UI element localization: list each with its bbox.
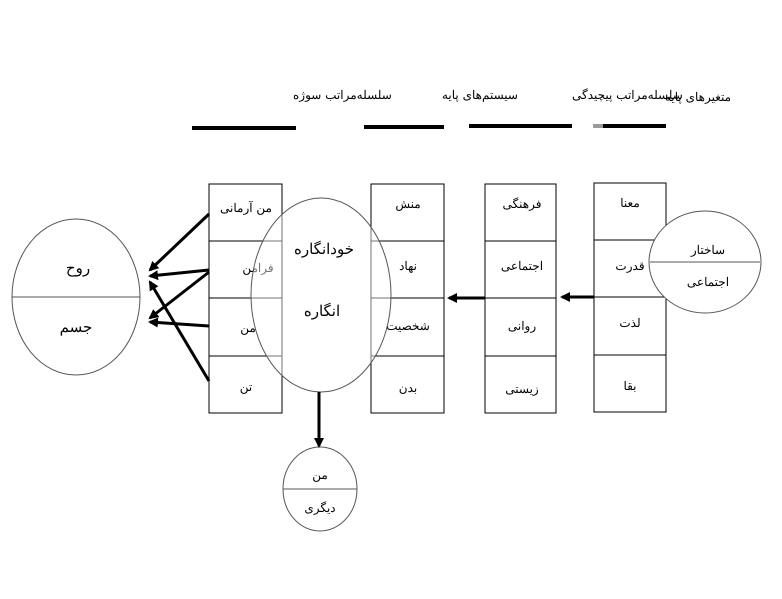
column-subject-hierarchy [208,183,283,414]
self-concept-top: خودانگاره [294,240,354,258]
cell-meaning: معنا [620,196,640,210]
ellipse-soul-body [11,218,141,376]
body-label: جسم [60,318,93,336]
cell-character: منش [395,197,420,211]
header-underline-gray [593,124,603,128]
header-underline-base-variables [603,124,666,128]
cell-survival: بقا [623,379,636,393]
column-base-systems [370,183,445,414]
ellipse-social-structure [648,210,762,314]
cell-cultural: فرهنگی [503,197,542,211]
cell-personality: شخصیت [386,319,430,333]
cell-pleasure: لذت [619,316,640,330]
cell-power: قدرت [615,259,644,273]
cell-psychological: روانی [508,319,536,333]
header-base-systems: سیستم‌های پایه [442,88,518,102]
cell-ideal-self: من آرمانی [220,200,272,215]
header-subject-hierarchy: سلسله‌مراتب سوژه [293,88,392,102]
column-complexity-hierarchy [484,183,557,414]
ellipse-self-concept [250,197,392,393]
cell-social: اجتماعی [501,259,543,273]
header-base-variables: متغیرهای پایه [665,90,731,104]
cell-institution: نهاد [399,259,417,273]
header-underline-complexity [469,124,572,128]
arrow-superego-to-body [148,270,210,320]
arrow-self-to-body [148,317,210,328]
self-concept-bottom: انگاره [304,302,340,320]
arrow-flesh-to-soul [148,280,211,382]
cell-flesh: تن [240,380,252,394]
cell-superego: فرامن [242,261,273,275]
arrow-ideal-self-to-soul [148,212,211,272]
header-underline-base-systems [364,125,444,129]
header-complexity-hierarchy: سلسله‌مراتب پیچیدگی [572,88,683,102]
cell-body: بدن [399,381,417,395]
me-label: من [312,468,328,482]
social-structure-top: ساختار [690,243,725,257]
soul-label: روح [66,259,90,277]
cell-biological: زیستی [505,382,539,396]
other-label: دیگری [304,501,335,515]
column-base-variables [593,182,667,413]
cell-self: من [240,321,256,335]
arrows [148,212,594,448]
header-underline-subject [192,126,296,130]
social-structure-bottom: اجتماعی [687,275,729,289]
arrow-superego-to-soul [148,268,210,281]
ellipse-me-other [282,446,358,532]
